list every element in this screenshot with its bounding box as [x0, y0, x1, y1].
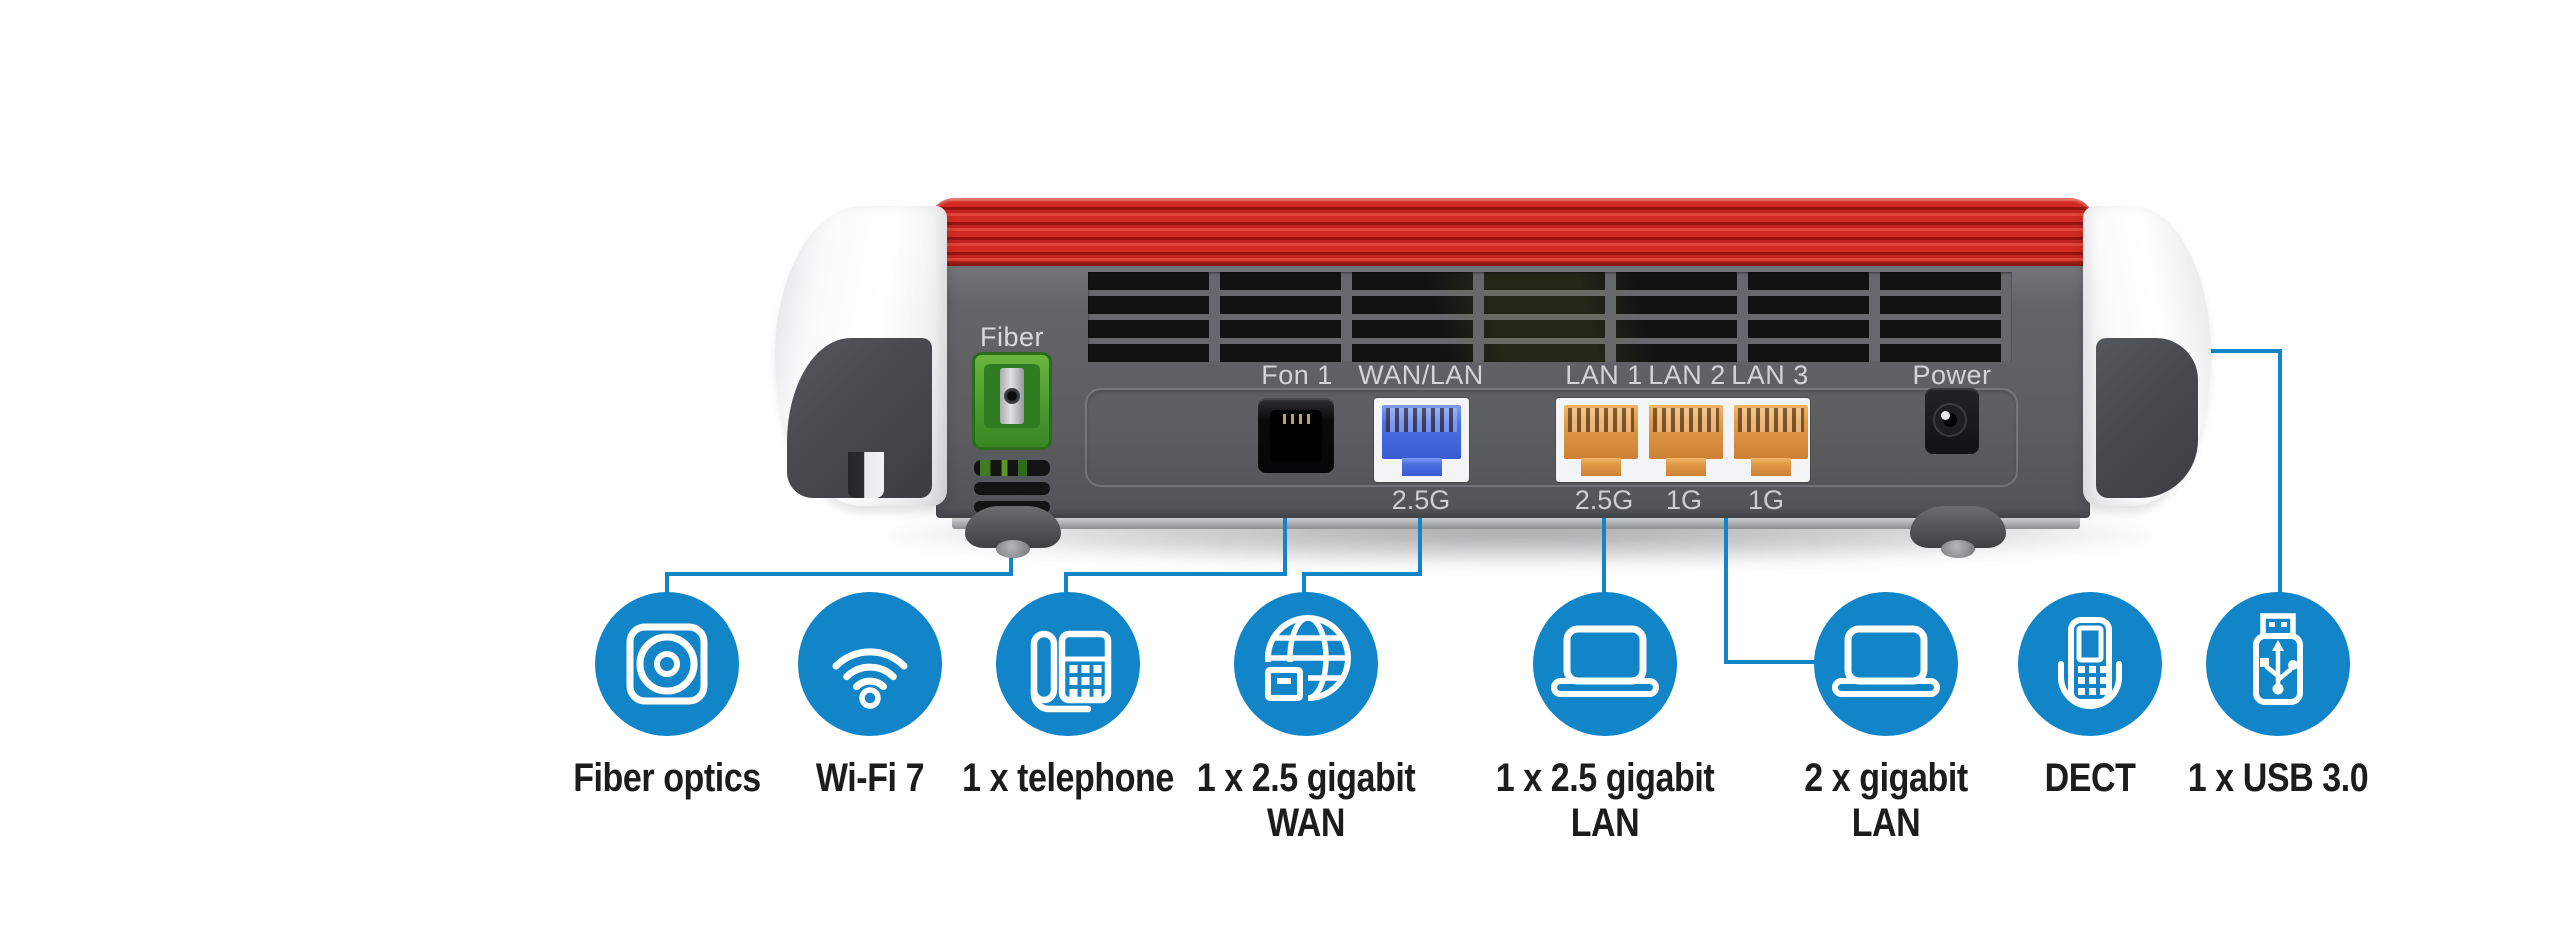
port-pins: [1653, 408, 1719, 432]
connector-fiber-drop: [665, 572, 669, 598]
feature-caption: 1 x telephone: [962, 756, 1174, 800]
connector-wan-vertical: [1418, 514, 1422, 576]
power-jack-highlight: [1941, 411, 1950, 420]
lan1-port: [1564, 405, 1638, 476]
port-pins: [1568, 408, 1634, 432]
router-foot-tip: [1941, 540, 1975, 558]
vent-grille: [1088, 272, 2012, 362]
feature-fiber-optics: Fiber optics: [507, 592, 827, 801]
port-tab: [1401, 458, 1442, 476]
feature-caption: Fiber optics: [573, 756, 761, 800]
fon1-label: Fon 1: [1261, 360, 1333, 390]
connector-fon-horizontal: [1064, 572, 1287, 576]
side-vent-slot: [974, 482, 1050, 495]
power-label: Power: [1912, 360, 1992, 390]
port-tab: [1751, 458, 1791, 476]
connector-usb-vertical: [2278, 349, 2282, 596]
lan3-label: LAN 3: [1731, 360, 1809, 390]
telephone-icon: [996, 592, 1140, 736]
port-tab: [1581, 458, 1621, 476]
connector-lan1g-vertical: [1724, 514, 1728, 664]
fiber-outlet-icon: [595, 592, 739, 736]
globe-ethernet-icon: [1234, 592, 1378, 736]
port-pins: [1738, 408, 1804, 432]
kickstand-notch: [848, 452, 884, 498]
fon1-port-pins: [1283, 414, 1313, 424]
router-foot-tip: [996, 540, 1030, 558]
laptop-icon: [1533, 592, 1677, 736]
feature-usb-3-0: 1 x USB 3.0: [2118, 592, 2438, 801]
feature-telephone: 1 x telephone: [908, 592, 1228, 801]
feature-caption: DECT: [2044, 756, 2136, 800]
lan3-port: [1734, 405, 1808, 476]
usb-stick-icon: [2206, 592, 2350, 736]
feature-dect: DECT: [1930, 592, 2250, 801]
feature-caption: Wi-Fi 7: [815, 756, 925, 800]
connector-wan-drop: [1302, 572, 1306, 598]
connector-lan25-vertical: [1602, 514, 1606, 602]
wan-speed-label: 2.5G: [1391, 485, 1451, 515]
router-base-edge: [952, 516, 2080, 529]
port-recess-panel: [1085, 388, 2018, 487]
connector-fon-drop: [1064, 572, 1068, 598]
fiber-port-label: Fiber: [979, 322, 1045, 352]
connector-fiber-horizontal: [665, 572, 1013, 576]
dect-handset-icon: [2018, 592, 2162, 736]
side-vent-slot: [974, 460, 1050, 476]
wifi-icon: [798, 592, 942, 736]
connector-fon-vertical: [1283, 514, 1287, 576]
port-tab: [1666, 458, 1706, 476]
port-pins: [1386, 408, 1457, 432]
lan2-speed-label: 1G: [1665, 485, 1703, 515]
router-right-side-panel: [2096, 338, 2198, 498]
wan-lan-port: [1382, 405, 1461, 476]
connector-wan-horizontal: [1302, 572, 1422, 576]
wan-lan-label: WAN/LAN: [1358, 360, 1484, 390]
feature-caption: 1 x USB 3.0: [2187, 756, 2369, 800]
feature-wifi-7: Wi-Fi 7: [710, 592, 1030, 801]
router-red-top: [930, 198, 2094, 266]
lan3-speed-label: 1G: [1747, 485, 1785, 515]
lan2-label: LAN 2: [1648, 360, 1726, 390]
laptop-icon: [1814, 592, 1958, 736]
connector-fiber-vertical: [1009, 545, 1013, 576]
lan2-port: [1649, 405, 1723, 476]
lan1-label: LAN 1: [1565, 360, 1643, 390]
connector-usb-horizontal: [2204, 349, 2282, 353]
lan1-speed-label: 2.5G: [1574, 485, 1634, 515]
fiber-connector-hole: [1004, 388, 1020, 404]
connector-lan1g-horizontal: [1724, 660, 1818, 664]
